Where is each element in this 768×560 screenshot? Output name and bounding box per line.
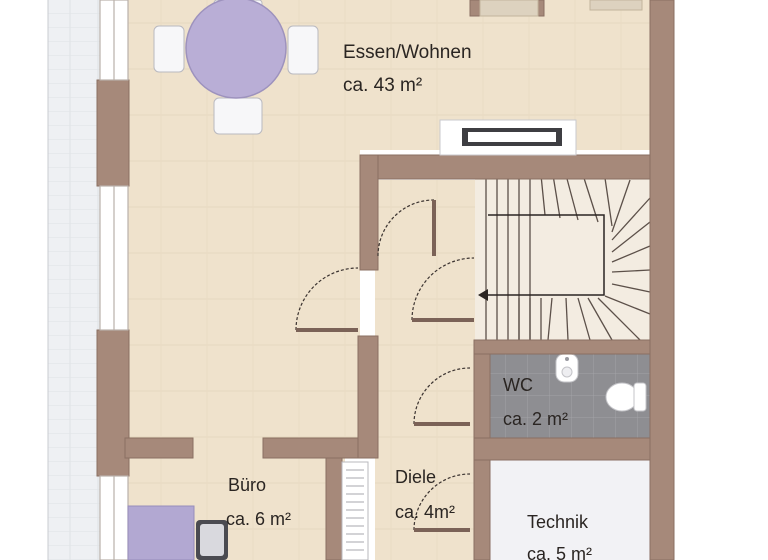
toilet-icon	[605, 382, 647, 412]
door-swings	[295, 199, 475, 531]
wall-right	[649, 0, 675, 560]
wc-room-name: WC	[503, 375, 533, 395]
windows-left	[99, 0, 129, 560]
wall-stair-left	[359, 154, 379, 271]
sideboard-icon	[479, 0, 539, 17]
diele-room-name: Diele	[395, 467, 436, 487]
walls	[96, 0, 675, 560]
essen-room-area: ca. 43 m²	[343, 75, 422, 96]
technik-room-area: ca. 5 m²	[527, 544, 592, 560]
door-leaves	[296, 200, 474, 532]
wc-room-area: ca. 2 m²	[503, 409, 568, 429]
door-swing-wohnen	[295, 267, 359, 331]
essen-room-name: Essen/Wohnen	[343, 42, 472, 63]
technik-room-name: Technik	[527, 512, 589, 532]
buero-room-name: Büro	[228, 475, 266, 495]
diele-room-area: ca. 4m²	[395, 502, 455, 522]
wall-left-pier-lower	[96, 329, 130, 477]
buero-room-area: ca. 6 m²	[226, 509, 291, 529]
wall-left-pier	[96, 79, 130, 187]
dining-table-icon	[153, 0, 319, 135]
door-swing-wc	[413, 367, 471, 425]
wall-stair-top	[359, 154, 651, 180]
wall-wohnen-diele	[357, 335, 379, 459]
shelf-icon	[589, 0, 643, 11]
technik-floor	[490, 460, 650, 560]
radiator-icon	[341, 461, 369, 560]
wohnen-lower-floor	[125, 150, 360, 450]
door-swing-diele-top	[377, 199, 435, 257]
wall-buero-diele	[325, 457, 343, 560]
door-swing-stair	[411, 257, 475, 321]
tv-console-icon	[439, 119, 577, 156]
terrace-strip	[48, 0, 100, 560]
wall-wc-top	[473, 339, 651, 355]
stair-direction-arrow	[484, 214, 605, 296]
wall-wc-technik	[473, 437, 651, 461]
staircase	[475, 174, 651, 341]
wall-buero-left	[124, 437, 194, 459]
door-swing-technik	[413, 473, 471, 531]
desk-icon	[127, 505, 228, 560]
wc-sink-icon	[555, 353, 579, 383]
arrow-head-icon	[478, 289, 488, 301]
